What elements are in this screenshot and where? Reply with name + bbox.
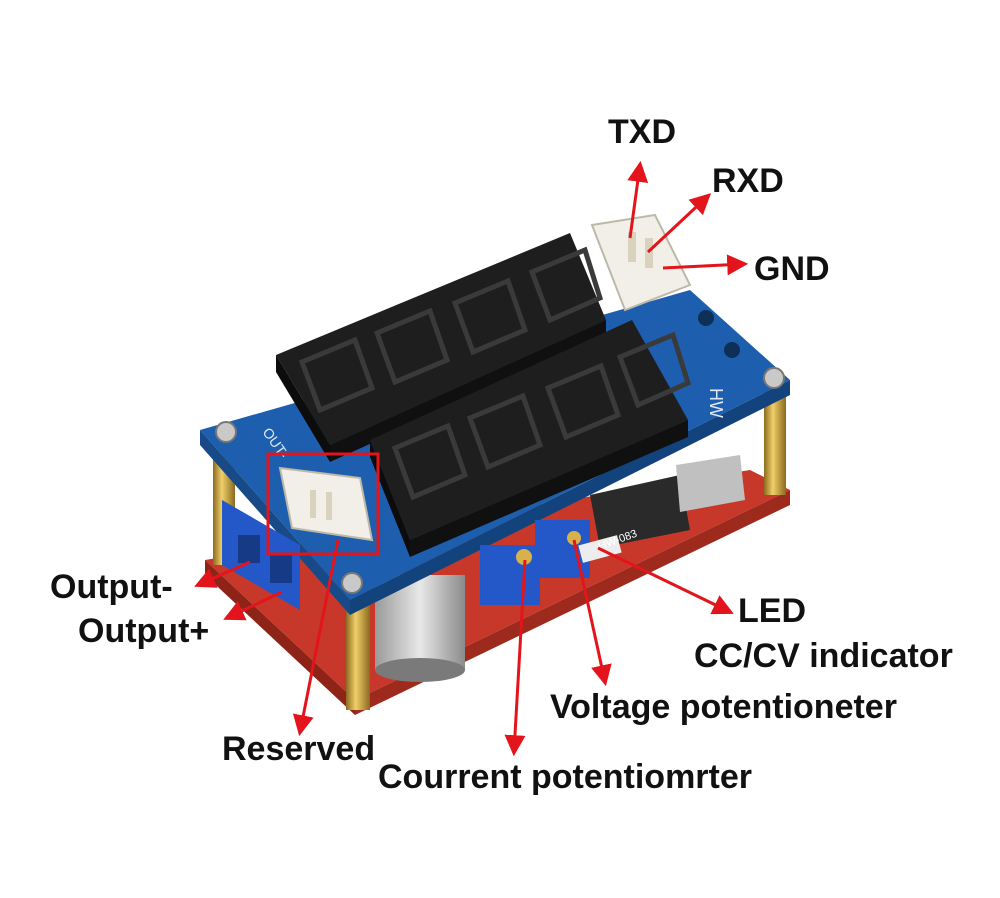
bottom-seven-segment-display — [370, 320, 692, 557]
reserved-connector — [278, 466, 374, 542]
output-plus-label: Output+ — [78, 612, 210, 650]
rxd-label: RXD — [712, 162, 784, 200]
reserved-arrow — [292, 539, 340, 737]
gnd-arrow — [662, 254, 749, 276]
gnd-label: GND — [754, 250, 830, 288]
txd-arrow — [627, 160, 649, 239]
output-minus-label: Output- — [50, 568, 173, 606]
voltage-pot-arrow — [572, 539, 612, 687]
rxd-arrow — [646, 193, 712, 254]
output-plus-arrow — [223, 590, 283, 621]
pcb-logo-marking: HW — [706, 388, 726, 418]
current-potentiometer — [480, 545, 540, 605]
txd-label: TXD — [608, 113, 676, 151]
current-pot-arrow — [504, 559, 527, 757]
led-arrow — [597, 546, 734, 615]
electrolytic-capacitor — [375, 575, 465, 682]
reserved-label: Reserved — [222, 730, 376, 768]
voltage-pot-label: Voltage potentioneter — [550, 688, 897, 726]
top-seven-segment-display — [276, 233, 606, 462]
current-pot-label: Courrent potentiomrter — [378, 758, 752, 796]
inductor-area — [590, 455, 745, 548]
reserved-highlight-box — [266, 452, 380, 556]
output-screw-terminal — [222, 500, 300, 610]
led-label: LED — [738, 592, 806, 630]
output-minus-arrow — [194, 560, 251, 588]
cc-cv-indicator-label: CC/CV indicator — [694, 637, 953, 675]
callout-arrows — [194, 160, 749, 757]
